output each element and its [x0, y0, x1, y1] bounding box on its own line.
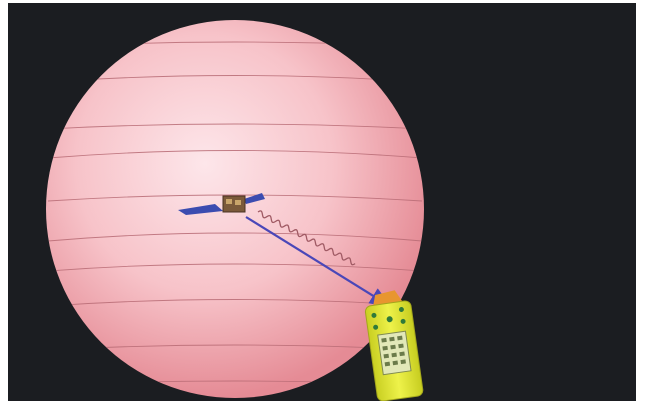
- diagram-canvas: [8, 3, 636, 401]
- diagram-scene: [8, 3, 636, 401]
